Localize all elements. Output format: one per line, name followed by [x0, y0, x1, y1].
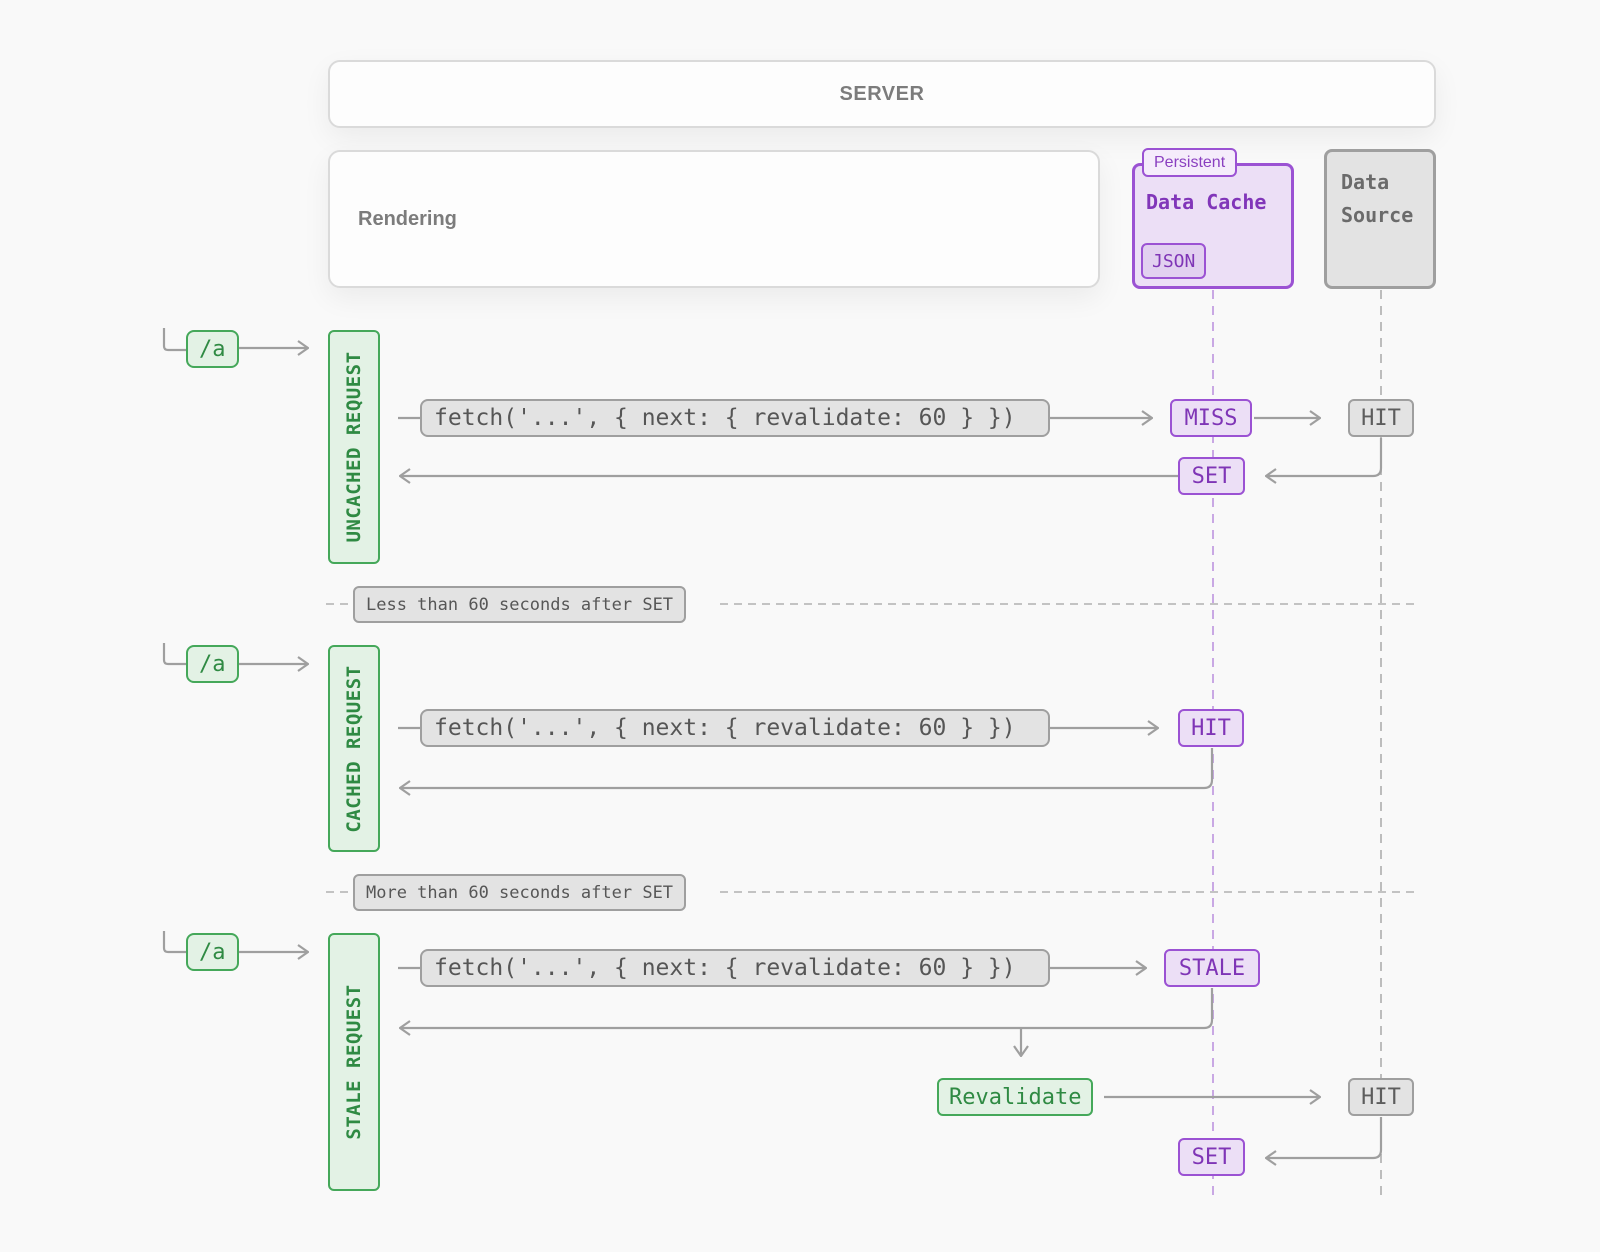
section-label: STALE REQUEST: [343, 984, 365, 1140]
fetch-call: fetch('...', { next: { revalidate: 60 } …: [420, 399, 1050, 437]
stale-request-section: STALE REQUEST: [328, 933, 380, 1191]
cache-set-tag: SET: [1178, 457, 1245, 495]
rendering-box: Rendering: [328, 150, 1100, 288]
route-tag: /a: [186, 645, 239, 683]
cache-miss-tag: MISS: [1170, 399, 1252, 437]
time-divider-tag: More than 60 seconds after SET: [353, 874, 687, 911]
persistent-tag: Persistent: [1142, 148, 1238, 177]
fetch-call: fetch('...', { next: { revalidate: 60 } …: [420, 709, 1050, 747]
revalidate-tag: Revalidate: [937, 1078, 1094, 1116]
data-source-line1: Data: [1341, 170, 1390, 194]
uncached-request-section: UNCACHED REQUEST: [328, 330, 380, 564]
cached-request-section: CACHED REQUEST: [328, 645, 380, 852]
data-source-box: Data Source: [1324, 149, 1436, 289]
section-label: UNCACHED REQUEST: [343, 351, 365, 543]
route-tag: /a: [186, 330, 239, 368]
source-hit-tag: HIT: [1348, 399, 1414, 437]
cache-hit-tag: HIT: [1178, 709, 1244, 747]
data-cache-title: Data Cache: [1146, 190, 1267, 214]
json-tag: JSON: [1141, 243, 1207, 279]
cache-set-tag: SET: [1178, 1138, 1245, 1176]
cache-stale-tag: STALE: [1164, 949, 1260, 987]
server-bar: SERVER: [328, 60, 1436, 128]
route-tag: /a: [186, 933, 239, 971]
data-source-line2: Source: [1341, 203, 1414, 227]
time-divider-tag: Less than 60 seconds after SET: [353, 586, 687, 623]
section-label: CACHED REQUEST: [343, 664, 365, 833]
fetch-call: fetch('...', { next: { revalidate: 60 } …: [420, 949, 1050, 987]
source-hit-tag: HIT: [1348, 1078, 1414, 1116]
